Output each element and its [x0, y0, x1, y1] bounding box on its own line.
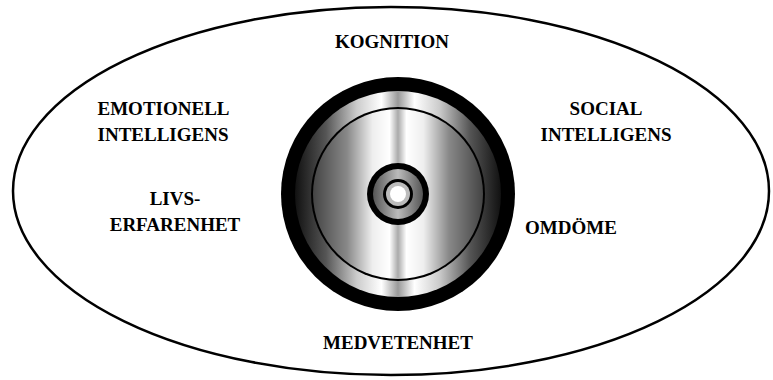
concept-label: EMOTIONELL INTELLIGENS: [98, 96, 229, 147]
concept-label: MEDVETENHET: [323, 330, 473, 356]
ellipse-outline: [13, 7, 769, 375]
pupil-ring: [383, 179, 413, 209]
ring-line: [311, 107, 485, 281]
concept-label: KOGNITION: [335, 29, 449, 55]
shaded-ring: [295, 91, 501, 297]
concept-label: OMDÖME: [525, 215, 617, 241]
target-rings: [281, 77, 515, 311]
outer-ring: [281, 77, 515, 311]
pupil-grey: [386, 182, 410, 206]
concept-label: SOCIAL INTELLIGENS: [541, 96, 672, 147]
grey-ring: [373, 169, 423, 219]
concept-label: LIVS- ERFARENHET: [110, 186, 241, 237]
inner-disc: [313, 109, 483, 279]
pupil-center: [390, 186, 406, 202]
inner-ring: [367, 163, 429, 225]
